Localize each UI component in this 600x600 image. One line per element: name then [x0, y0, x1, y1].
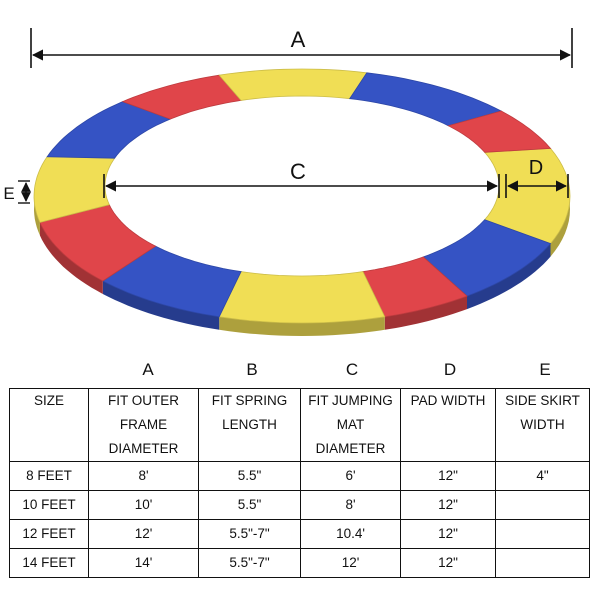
dimension-label-a: A	[291, 27, 306, 52]
pad-ring	[33, 68, 571, 324]
header-jumping-mat-diameter: FIT JUMPING MAT DIAMETER	[300, 388, 401, 462]
cell-outer-frame: 10'	[88, 490, 199, 520]
cell-size: 8 FEET	[9, 461, 89, 491]
pad-segment-yellow	[218, 68, 368, 101]
header-line: PAD WIDTH	[410, 393, 486, 408]
column-letter-d: D	[443, 360, 457, 379]
cell-skirt-width	[495, 490, 590, 520]
column-letter-a: A	[142, 360, 154, 379]
pad-skirt-segment	[102, 281, 220, 330]
pad-segment-yellow	[218, 271, 386, 324]
header-outer-frame-diameter: FIT OUTER FRAME DIAMETER	[88, 388, 199, 462]
header-line: DIAMETER	[315, 441, 386, 456]
cell-size: 12 FEET	[9, 519, 89, 549]
column-letter-c: C	[345, 360, 359, 379]
dimension-label-e: E	[3, 184, 14, 203]
cell-skirt-width	[495, 519, 590, 549]
header-size: SIZE	[9, 388, 89, 462]
cell-pad-width: 12"	[400, 519, 496, 549]
cell-pad-width: 12"	[400, 490, 496, 520]
header-line: SIZE	[33, 393, 64, 408]
cell-spring-length: 5.5"	[198, 490, 301, 520]
dimension-d: D	[505, 157, 569, 198]
column-letter-e: E	[539, 360, 551, 379]
column-letter-b: B	[246, 360, 258, 379]
cell-mat-diameter: 6'	[300, 461, 401, 491]
header-line: FIT SPRING	[211, 393, 288, 408]
table-header-row: SIZE FIT OUTER FRAME DIAMETER FIT SPRING…	[9, 388, 590, 462]
header-pad-width: PAD WIDTH	[400, 388, 496, 462]
cell-mat-diameter: 12'	[300, 548, 401, 578]
cell-spring-length: 5.5"-7"	[198, 519, 301, 549]
header-line: FIT OUTER	[107, 393, 179, 408]
cell-outer-frame: 12'	[88, 519, 199, 549]
header-line: DIAMETER	[108, 441, 179, 456]
trampoline-pad-diagram: A C D E	[3, 27, 573, 336]
cell-skirt-width: 4"	[495, 461, 590, 491]
header-side-skirt-width: SIDE SKIRT WIDTH	[495, 388, 590, 462]
header-line: LENGTH	[222, 417, 277, 432]
table-row: 10 FEET 10' 5.5" 8' 12"	[9, 490, 590, 520]
header-line: WIDTH	[520, 417, 565, 432]
pad-skirt-segment	[39, 222, 103, 294]
pad-skirt-segment	[384, 296, 467, 330]
header-line: SIDE SKIRT	[505, 393, 580, 408]
table-row: 12 FEET 12' 5.5"-7" 10.4' 12"	[9, 519, 590, 549]
cell-skirt-width	[495, 548, 590, 578]
table-row: 8 FEET 8' 5.5" 6' 12" 4"	[9, 461, 590, 491]
cell-spring-length: 5.5"	[198, 461, 301, 491]
dimension-label-c: C	[290, 159, 306, 184]
cell-size: 10 FEET	[9, 490, 89, 520]
dimension-label-d: D	[529, 157, 543, 179]
column-letters: A B C D E	[0, 360, 600, 382]
header-line: FIT JUMPING	[308, 393, 393, 408]
cell-mat-diameter: 10.4'	[300, 519, 401, 549]
header-spring-length: FIT SPRING LENGTH	[198, 388, 301, 462]
cell-pad-width: 12"	[400, 461, 496, 491]
cell-size: 14 FEET	[9, 548, 89, 578]
dimension-e: E	[3, 180, 31, 204]
pad-skirt-segment	[467, 243, 551, 310]
table-row: 14 FEET 14' 5.5"-7" 12' 12"	[9, 548, 590, 578]
header-line: FRAME	[119, 417, 168, 432]
dimension-c: C	[103, 159, 500, 198]
cell-spring-length: 5.5"-7"	[198, 548, 301, 578]
header-line: MAT	[336, 417, 365, 432]
pad-segment-red	[447, 110, 552, 153]
size-spec-table: SIZE FIT OUTER FRAME DIAMETER FIT SPRING…	[9, 388, 590, 578]
cell-outer-frame: 14'	[88, 548, 199, 578]
dimension-a: A	[30, 27, 573, 68]
cell-mat-diameter: 8'	[300, 490, 401, 520]
cell-outer-frame: 8'	[88, 461, 199, 491]
cell-pad-width: 12"	[400, 548, 496, 578]
